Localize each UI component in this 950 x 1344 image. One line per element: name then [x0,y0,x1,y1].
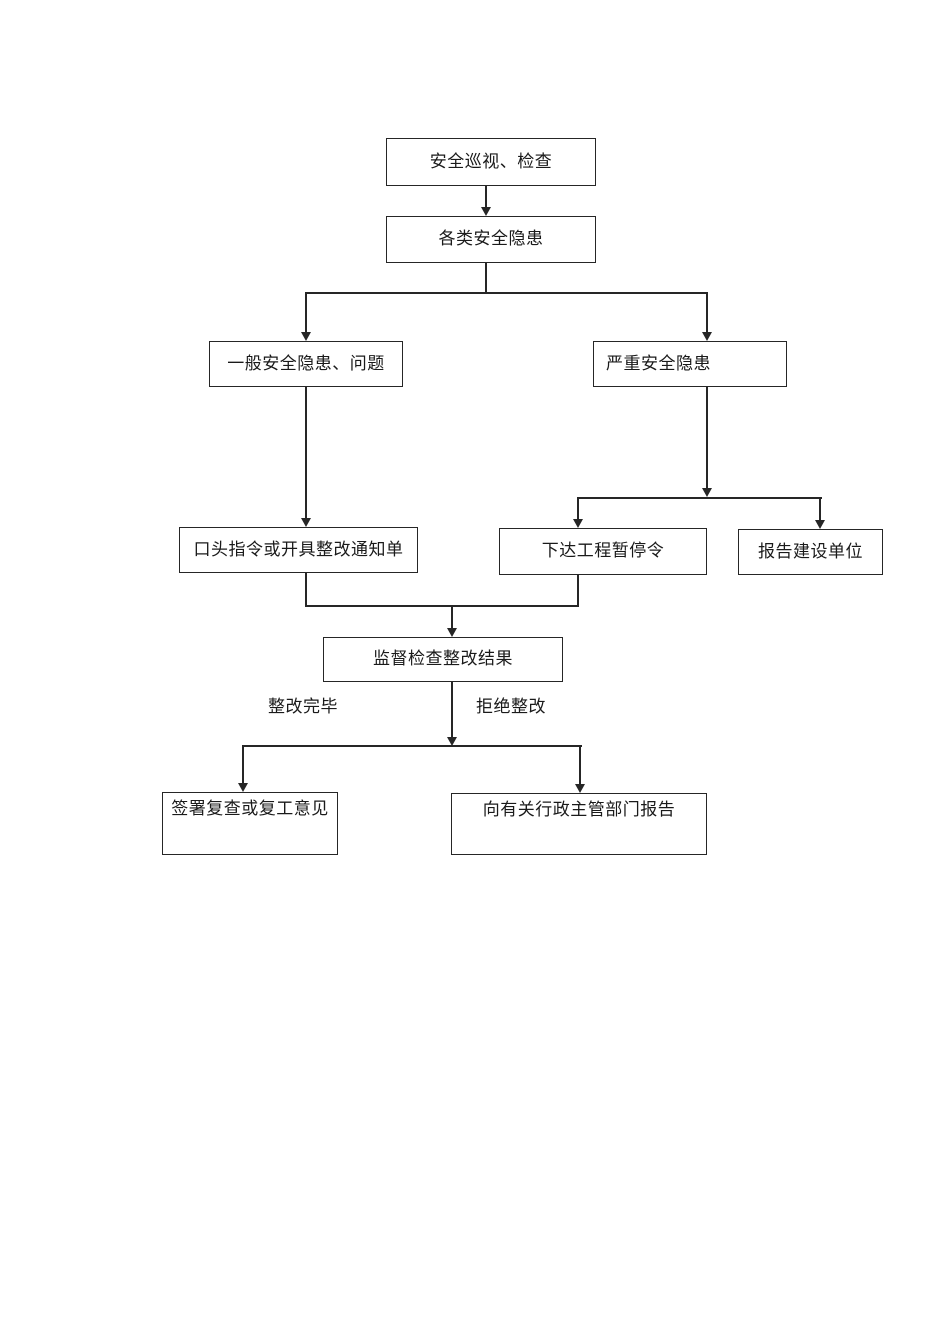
arrowhead-down-icon [447,737,457,746]
connector-line [706,387,708,488]
connector-line [451,682,453,737]
connector-line [577,575,579,607]
arrowhead-down-icon [702,332,712,341]
node-supervise-rectification-result: 监督检查整改结果 [323,637,563,682]
connector-line [706,292,708,332]
arrowhead-down-icon [702,488,712,497]
node-report-administrative-authority: 向有关行政主管部门报告 [451,793,707,855]
arrowhead-down-icon [481,207,491,216]
connector-line [305,605,579,607]
node-project-suspension-order: 下达工程暂停令 [499,528,707,575]
arrowhead-down-icon [301,332,311,341]
arrowhead-down-icon [301,518,311,527]
arrowhead-down-icon [447,628,457,637]
edge-label-rectification-complete: 整改完毕 [268,697,338,716]
connector-line [305,573,307,607]
connector-line [305,292,307,332]
node-sign-review-or-resume-opinion: 签署复查或复工意见 [162,792,338,855]
connector-line [819,497,821,520]
connector-line [242,745,244,783]
node-safety-patrol-inspection: 安全巡视、检查 [386,138,596,186]
arrowhead-down-icon [238,783,248,792]
connector-line [579,745,581,784]
arrowhead-down-icon [575,784,585,793]
node-report-construction-unit: 报告建设单位 [738,529,883,575]
connector-line [577,497,579,519]
node-verbal-order-or-rectification-notice: 口头指令或开具整改通知单 [179,527,418,573]
arrowhead-down-icon [815,520,825,529]
connector-line [305,292,708,294]
arrowhead-down-icon [573,519,583,528]
node-general-hazards: 一般安全隐患、问题 [209,341,403,387]
node-various-hazards: 各类安全隐患 [386,216,596,263]
connector-line [485,186,487,207]
connector-line [305,387,307,518]
connector-line [242,745,582,747]
connector-line [451,605,453,628]
edge-label-refuse-rectification: 拒绝整改 [476,697,546,716]
connector-line [577,497,822,499]
node-serious-hazards: 严重安全隐患 [593,341,787,387]
connector-line [485,263,487,293]
